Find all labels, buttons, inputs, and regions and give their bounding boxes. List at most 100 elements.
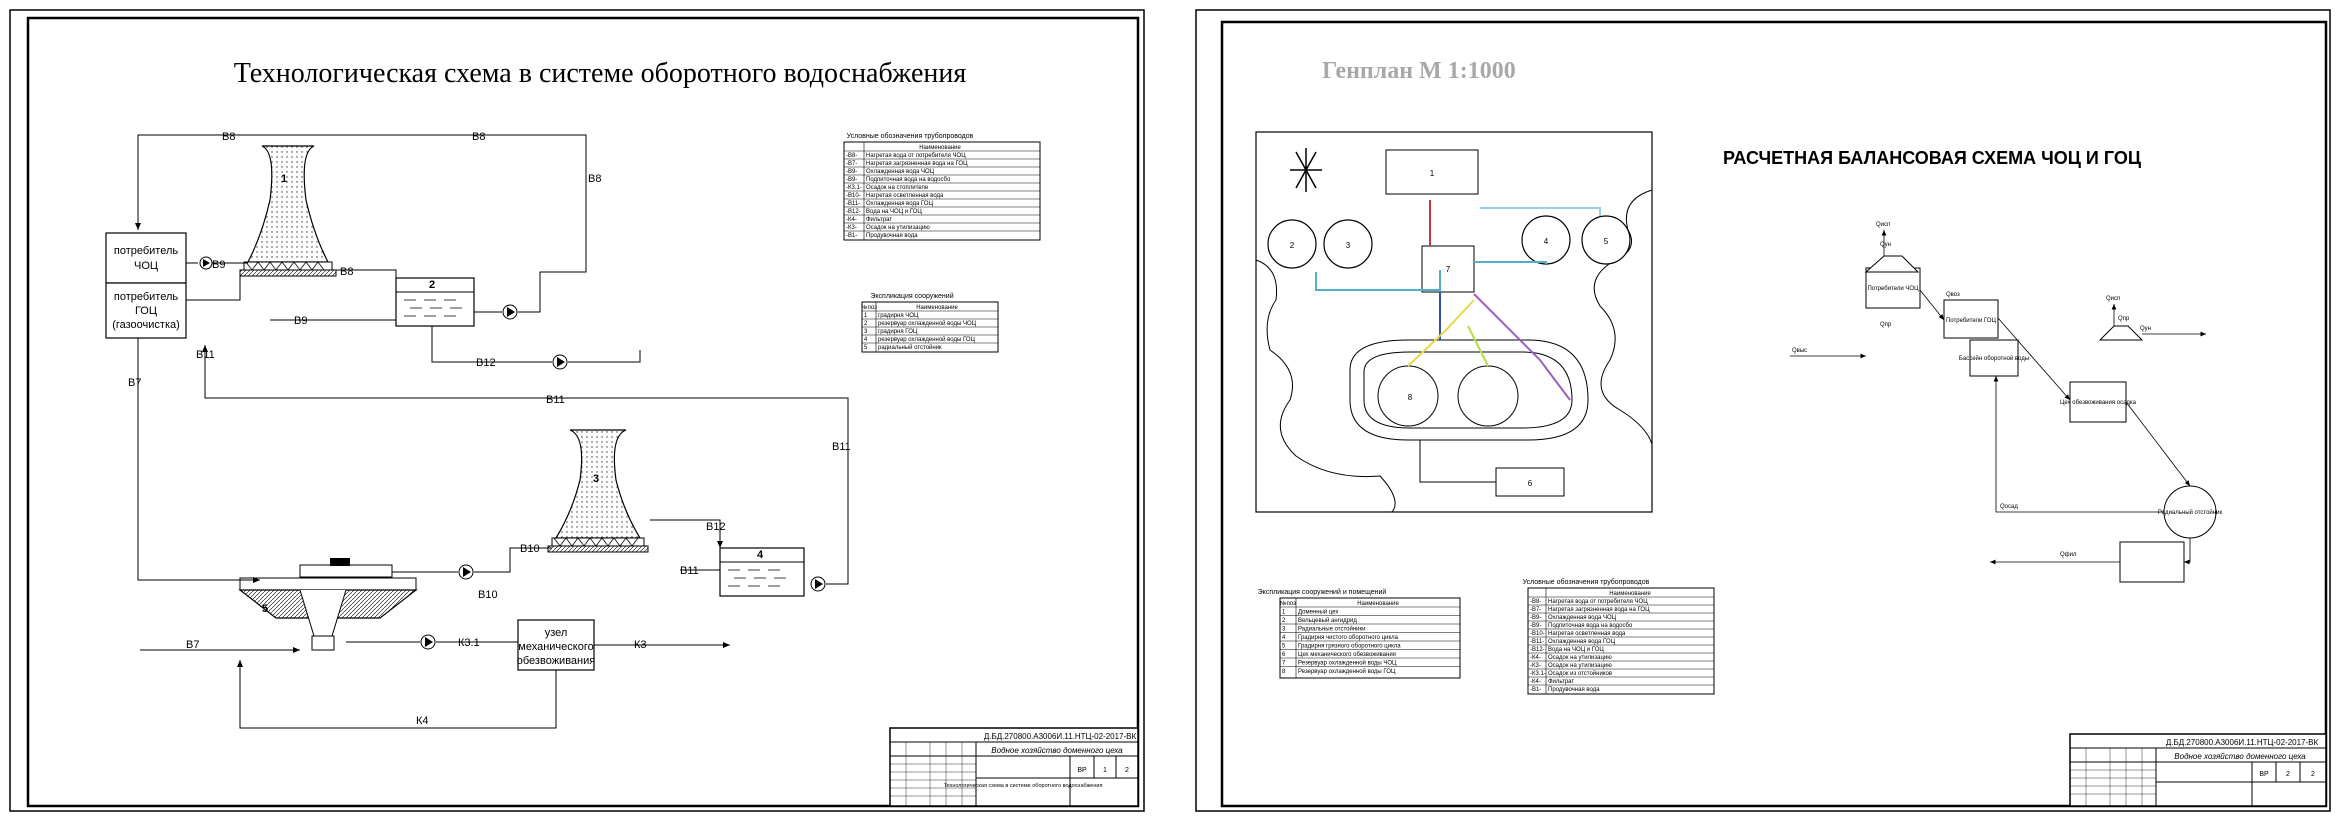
pump-b10 bbox=[458, 564, 474, 580]
sheet-2-explication-row-code-1: 2 bbox=[1282, 618, 1286, 624]
sheet-2-explication-header-num: №поз bbox=[1280, 600, 1296, 607]
tower-3-number: 3 bbox=[593, 473, 599, 485]
dewatering-label-2: механического bbox=[518, 641, 593, 653]
sheet-2-legend-row-code-8: -К3- bbox=[1530, 663, 1541, 669]
sheet-1-legend-row-code-8: -К4- bbox=[846, 217, 857, 223]
sheet-2-outer-frame bbox=[1195, 9, 2331, 812]
sheet-2-stamp-code: Д.БД.270800.А3006И.11.НТЦ-02-2017-ВК bbox=[2166, 738, 2319, 747]
sheet-1-title-block: Д.БД.270800.А3006И.11.НТЦ-02-2017-ВК Вод… bbox=[889, 727, 1139, 807]
sheet-1-explication-row-name-1: резервуар охлажденной воды ЧОЦ bbox=[878, 320, 977, 327]
sheet-2-explication-title: Экспликация сооружений и помещений bbox=[1258, 588, 1387, 596]
sheet-1-legend-row-name-4: Осадок на стоплителе bbox=[866, 185, 929, 191]
clarifier-5-number: 5 bbox=[262, 603, 268, 615]
sheet-1-inner-frame bbox=[26, 16, 1140, 808]
sheet-1-legend-row-name-10: Продувочная вода bbox=[866, 233, 918, 239]
sheet-2-explication-row-name-7: Резервуар охлажденной воды ГОЦ bbox=[1298, 668, 1396, 675]
sheet-1-legend-row-code-10: -В1- bbox=[846, 233, 857, 239]
sheet-1-legend-row-code-6: -В11- bbox=[846, 201, 860, 207]
sheet-2-explication-row-code-0: 1 bbox=[1282, 610, 1286, 616]
sheet-2-explication-row-name-6: Резервуар охлажденной воды ЧОЦ bbox=[1298, 660, 1397, 667]
sheet-2-explication-row-name-1: Вельцевый ангидрид bbox=[1298, 617, 1357, 624]
sheet-1-stamp-org: Водное хозяйство доменного цеха bbox=[991, 746, 1123, 755]
sheet-1-stamp-sheet-title: Технологическая схема в системе оборотно… bbox=[944, 783, 1103, 789]
sheet-1-legend-row-code-4: -К3.1- bbox=[846, 185, 862, 191]
sheet-2-balance-title: РАСЧЕТНАЯ БАЛАНСОВАЯ СХЕМА ЧОЦ И ГОЦ bbox=[1723, 148, 2142, 168]
sheet-2-legend-row-name-3: Подпиточная вода на водосбо bbox=[1548, 623, 1633, 629]
sheet-2-legend-row-code-11: -В1- bbox=[1530, 687, 1541, 693]
sheet-1-legend-row-name-0: Нагретая вода от потребителя ЧОЦ bbox=[866, 153, 966, 159]
sheet-1-legend-row-name-1: Нагретая загрязненная вода на ГОЦ bbox=[866, 161, 968, 167]
sheet-2-explication-row-code-5: 6 bbox=[1282, 652, 1286, 658]
balance-flow-label-3: Qвыс bbox=[1792, 348, 1807, 354]
consumer-choc-box: потребитель ЧОЦ bbox=[105, 232, 187, 284]
sheet-1-legend-row-code-5: -В10- bbox=[846, 193, 861, 199]
sheet-2-explication-row-code-4: 5 bbox=[1282, 644, 1286, 650]
sheet-1-legend-row-name-3: Подпиточная вода на водосбо bbox=[866, 177, 951, 183]
balance-clarifier-label: Радиальный отстойник bbox=[2158, 509, 2223, 516]
sheet-1-legend-row-name-9: Осадок на утилизацию bbox=[866, 225, 930, 231]
reservoir-2-number: 2 bbox=[429, 279, 435, 291]
sheet-2-legend-row-name-0: Нагретая вода от потребителя ЧОЦ bbox=[1548, 599, 1648, 605]
pump-reservoir-4 bbox=[810, 576, 826, 592]
sheet-2-explication-row-name-3: Градирня чистого оборотного цикла bbox=[1298, 635, 1399, 641]
pipe-label-b11-d: В11 bbox=[680, 565, 699, 577]
sheet-1-legend-row-code-9: -К3- bbox=[846, 225, 857, 231]
site-number-1: 1 bbox=[1430, 169, 1435, 178]
balance-flow-label-1: Qун bbox=[1880, 242, 1891, 248]
site-number-5: 5 bbox=[1604, 237, 1609, 246]
sheet-2-explication: Экспликация сооружений и помещений №поз … bbox=[1258, 588, 1461, 679]
balance-flow-label-2: Qпр bbox=[1880, 322, 1892, 328]
sheet-1-legend-row-code-1: -В7- bbox=[846, 161, 857, 167]
pipe-label-b12-a: В12 bbox=[476, 357, 496, 369]
sheet-2-pipeline-legend: Условные обозначения трубопроводов Наиме… bbox=[1523, 578, 1715, 695]
sheet-2-legend-title: Условные обозначения трубопроводов bbox=[1523, 578, 1650, 586]
balance-goc-consumer-label: Потребители ГОЦ bbox=[1946, 318, 1997, 324]
sheet-2-legend-row-name-6: Вода на ЧОЦ и ГОЦ bbox=[1548, 647, 1604, 653]
balance-flow-label-4: Qвоз bbox=[1946, 292, 1960, 298]
sheet-1-legend-row-code-7: -В12- bbox=[846, 209, 861, 215]
reservoir-choc: 2 bbox=[395, 277, 475, 327]
consumer-choc-label-2: ЧОЦ bbox=[134, 260, 158, 272]
sheet-1-legend-row-name-7: Вода на ЧОЦ и ГОЦ bbox=[866, 209, 922, 215]
sheet-2-explication-row-name-2: Радиальные отстойники bbox=[1298, 626, 1365, 633]
pipe-label-b10-b: В10 bbox=[478, 589, 498, 601]
sheet-1-explication-row-code-1: 2 bbox=[864, 321, 868, 327]
sheet-2-legend-row-code-4: -В10- bbox=[1530, 631, 1545, 637]
sheet-2-plan-title: Генплан М 1:1000 bbox=[1322, 58, 1516, 84]
pipe-label-b12-b: В12 bbox=[706, 521, 726, 533]
sheet-2-legend-row-code-7: -К4- bbox=[1530, 655, 1541, 661]
sheet-1-outer-frame bbox=[9, 9, 1145, 812]
sheet-2-legend-row-code-5: -В11- bbox=[1530, 639, 1544, 645]
sheet-2-stamp-stage: ВР bbox=[2259, 771, 2269, 778]
sheet-1-legend-row-name-2: Охлажденная вода ЧОЦ bbox=[866, 169, 935, 175]
pipe-label-k3: К3 bbox=[634, 639, 647, 651]
pipe-labels: В8 В8 В8 В9 В8 В9 В11 В12 В11 В11 В7 В12… bbox=[128, 131, 851, 727]
sheet-1-explication-row-code-3: 4 bbox=[864, 337, 868, 343]
sheet-1: Технологическая схема в системе оборотно… bbox=[9, 9, 1145, 812]
sheet-1-explication-row-code-2: 3 bbox=[864, 329, 868, 335]
pipe-label-b8-d: В8 bbox=[340, 266, 353, 278]
balance-pool-label: Бассейн оборотной воды bbox=[1959, 355, 2029, 362]
pipelines bbox=[135, 134, 849, 729]
sheet-2-legend-row-name-8: Осадок на утилизацию bbox=[1548, 663, 1612, 669]
site-number-6: 6 bbox=[1528, 479, 1533, 488]
sheet-2-legend-header: Наименование bbox=[1609, 591, 1651, 597]
consumer-choc-label-1: потребитель bbox=[114, 245, 179, 257]
sheet-2-legend-row-name-4: Нагретая осветленная вода bbox=[1548, 631, 1626, 637]
pipe-label-b11-b: В11 bbox=[546, 394, 565, 406]
balance-flow-label-9: Qфил bbox=[2060, 552, 2077, 558]
sheet-2-legend-row-code-3: -В9- bbox=[1530, 623, 1541, 629]
pump-k31 bbox=[420, 634, 436, 650]
sheet-1-legend-row-name-5: Нагретая осветленная вода bbox=[866, 193, 944, 199]
site-number-8: 8 bbox=[1408, 393, 1413, 402]
sheet-2-legend-row-name-5: Охлажденная вода ГОЦ bbox=[1548, 639, 1616, 645]
sheet-1-title: Технологическая схема в системе оборотно… bbox=[234, 58, 967, 89]
cooling-tower-goc: 3 bbox=[547, 429, 649, 553]
balance-scheme: Потребители ЧОЦ Бассейн оборотной воды П… bbox=[1790, 222, 2223, 583]
sheet-2-inner-frame bbox=[1220, 20, 2328, 808]
sheet-2-explication-row-code-6: 7 bbox=[1282, 661, 1286, 667]
sheet-2-stamp-org: Водное хозяйство доменного цеха bbox=[2174, 752, 2306, 761]
balance-flow-label-7: Qпр bbox=[2118, 316, 2130, 322]
